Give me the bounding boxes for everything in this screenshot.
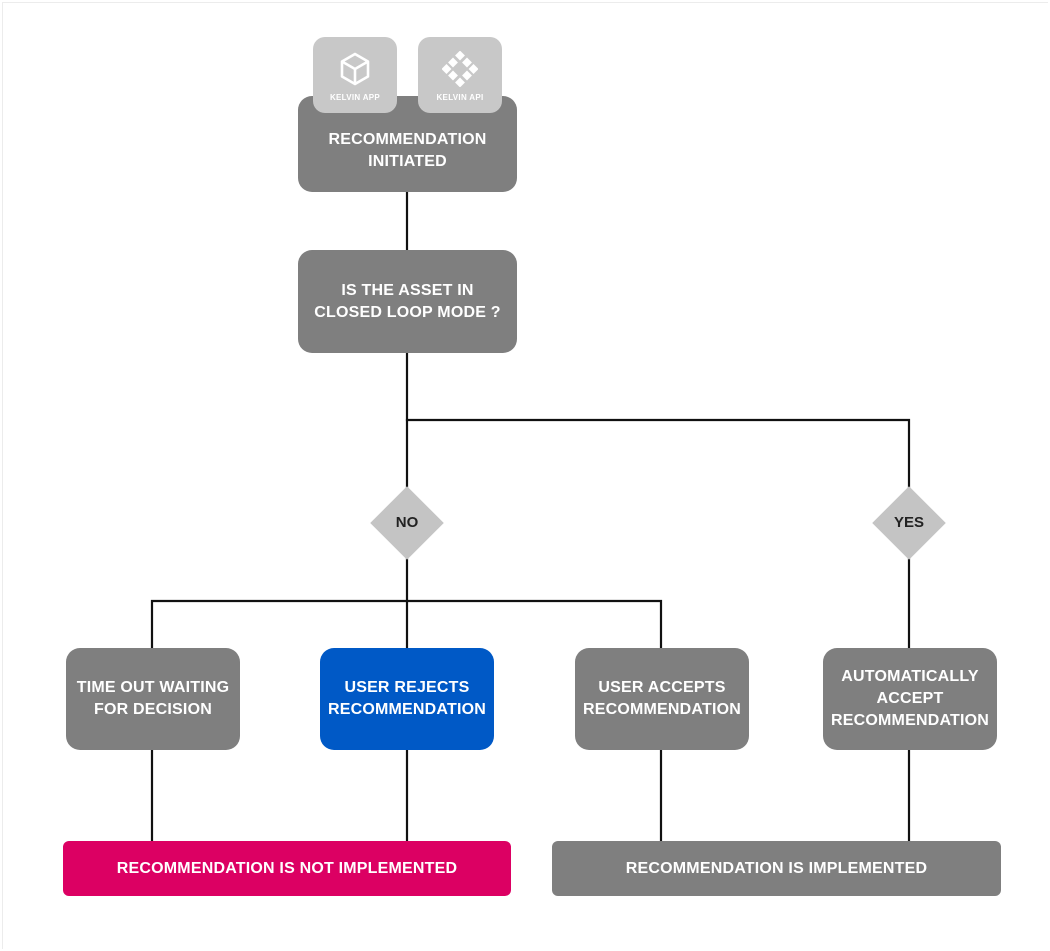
node-user-rejects-label: USER REJECTS RECOMMENDATION bbox=[327, 679, 487, 718]
connector-no-branches bbox=[150, 599, 663, 650]
node-timeout-waiting-label: TIME OUT WAITING FOR DECISION bbox=[76, 679, 230, 718]
node-recommendation-initiated-label: RECOMMENDATION INITIATED bbox=[328, 131, 487, 170]
badge-kelvin-app-label: KELVIN APP bbox=[329, 93, 381, 102]
node-closed-loop-question: IS THE ASSET IN CLOSED LOOP MODE ? bbox=[298, 250, 517, 353]
result-implemented: RECOMMENDATION IS IMPLEMENTED bbox=[552, 841, 1001, 896]
connector-question-to-yes bbox=[405, 418, 911, 492]
decision-yes-label: YES bbox=[893, 514, 924, 531]
api-grid-icon bbox=[442, 51, 478, 87]
node-timeout-waiting: TIME OUT WAITING FOR DECISION bbox=[66, 648, 240, 750]
result-not-implemented: RECOMMENDATION IS NOT IMPLEMENTED bbox=[63, 841, 511, 896]
cube-icon bbox=[340, 52, 370, 86]
node-automatically-accept: AUTOMATICALLY ACCEPT RECOMMENDATION bbox=[823, 648, 997, 750]
node-closed-loop-question-label: IS THE ASSET IN CLOSED LOOP MODE ? bbox=[314, 281, 501, 321]
node-user-accepts: USER ACCEPTS RECOMMENDATION bbox=[575, 648, 749, 750]
node-user-accepts-label: USER ACCEPTS RECOMMENDATION bbox=[582, 679, 742, 718]
decision-no-label: NO bbox=[395, 514, 419, 531]
node-user-rejects: USER REJECTS RECOMMENDATION bbox=[320, 648, 494, 750]
badge-kelvin-app: KELVIN APP bbox=[313, 37, 397, 113]
node-automatically-accept-label: AUTOMATICALLY ACCEPT RECOMMENDATION bbox=[830, 668, 990, 729]
badge-kelvin-api: KELVIN API bbox=[418, 37, 502, 113]
result-implemented-label: RECOMMENDATION IS IMPLEMENTED bbox=[625, 859, 928, 877]
result-not-implemented-label: RECOMMENDATION IS NOT IMPLEMENTED bbox=[116, 859, 458, 877]
badge-kelvin-api-label: KELVIN API bbox=[436, 93, 484, 102]
